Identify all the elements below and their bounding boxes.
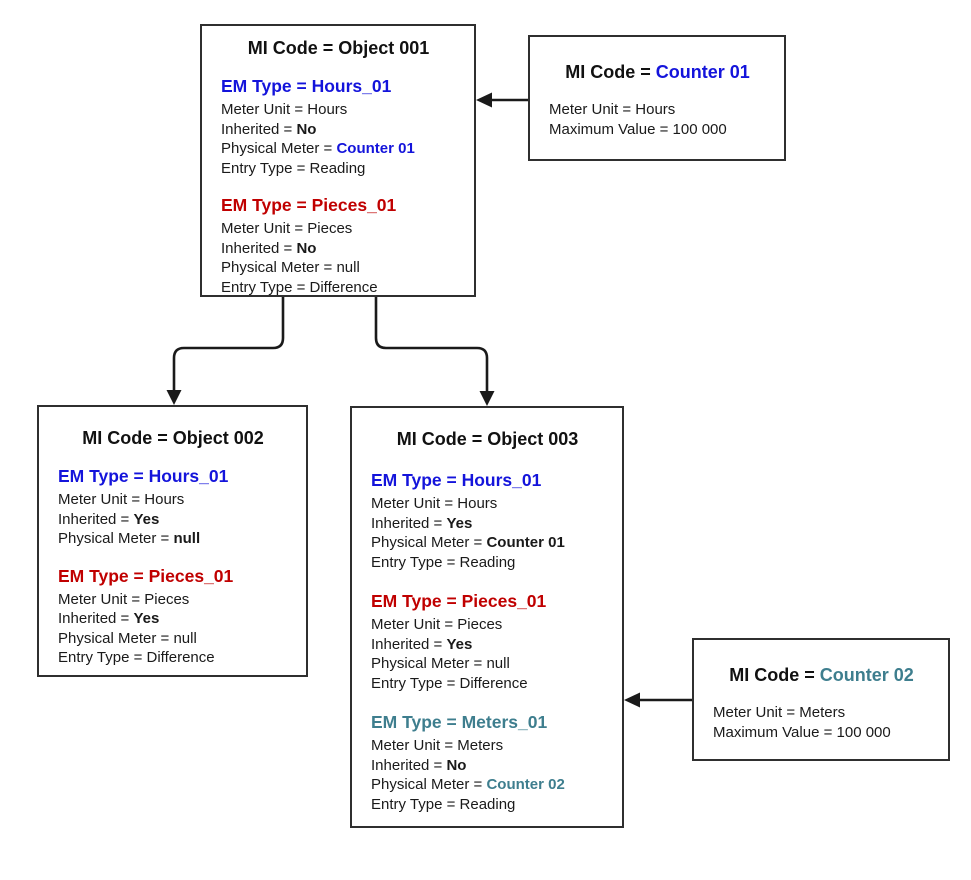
property-line: Meter Unit = Meters (713, 704, 846, 721)
property-line: Inherited = Yes (58, 510, 160, 528)
em-type-section-meters: EM Type = Meters_01 Meter Unit = Meters … (371, 712, 604, 814)
em-type-section-pieces: EM Type = Pieces_01 Meter Unit = Pieces … (58, 566, 288, 668)
em-type-section-hours: EM Type = Hours_01 Meter Unit = Hours In… (221, 76, 456, 178)
arrowhead (166, 390, 182, 405)
em-type-heading: EM Type = Meters_01 (371, 712, 548, 732)
arrow-object001-to-object003 (374, 297, 495, 406)
em-type-section-hours: EM Type = Hours_01 Meter Unit = Hours In… (58, 466, 288, 549)
property-line: Entry Type = Reading (221, 159, 366, 177)
title-prefix: MI Code = (565, 62, 656, 82)
property-line: Physical Meter = null (58, 530, 201, 547)
arrowhead (624, 692, 640, 708)
property-line: Physical Meter = Counter 01 (371, 534, 565, 551)
property-line: Inherited = No (371, 756, 467, 774)
object-001-box: MI Code = Object 001 EM Type = Hours_01 … (200, 24, 476, 297)
object-003-box: MI Code = Object 003 EM Type = Hours_01 … (350, 406, 624, 828)
property-line: Inherited = Yes (58, 610, 160, 627)
em-type-heading: EM Type = Hours_01 (221, 76, 392, 96)
property-line: Meter Unit = Pieces (221, 220, 353, 237)
property-line: Meter Unit = Pieces (58, 590, 190, 608)
counter-01-box: MI Code = Counter 01 Meter Unit = Hours … (528, 35, 786, 161)
object-001-title: MI Code = Object 001 (247, 38, 430, 58)
property-line: Inherited = No (221, 239, 317, 257)
object-002-box: MI Code = Object 002 EM Type = Hours_01 … (37, 405, 308, 677)
arrowhead (476, 92, 492, 108)
property-line: Meter Unit = Hours (221, 101, 348, 118)
property-line: Maximum Value = 100 000 (713, 723, 891, 741)
property-line: Entry Type = Difference (58, 649, 215, 666)
arrow-line (374, 297, 489, 392)
property-line: Meter Unit = Hours (549, 101, 676, 118)
property-line: Meter Unit = Pieces (371, 616, 503, 633)
object-003-title: MI Code = Object 003 (396, 429, 579, 449)
title-value: Counter 02 (819, 665, 914, 685)
em-type-heading: EM Type = Pieces_01 (221, 195, 397, 215)
property-line: Entry Type = Reading (371, 795, 516, 813)
property-line: Meter Unit = Hours (58, 491, 185, 508)
em-type-section-pieces: EM Type = Pieces_01 Meter Unit = Pieces … (371, 591, 604, 693)
arrow-line (172, 297, 285, 391)
em-type-section-pieces: EM Type = Pieces_01 Meter Unit = Pieces … (221, 195, 456, 297)
arrow-object001-to-object002 (166, 297, 285, 405)
arrow-counter02-to-object003 (624, 692, 692, 708)
property-line: Physical Meter = Counter 01 (221, 140, 415, 157)
property-line: Physical Meter = null (58, 629, 197, 647)
em-type-heading: EM Type = Hours_01 (58, 466, 229, 486)
property-line: Inherited = Yes (371, 514, 473, 532)
arrowhead (479, 391, 495, 406)
em-type-heading: EM Type = Pieces_01 (58, 565, 234, 586)
property-line: Physical Meter = null (371, 655, 510, 672)
counter-01-title: MI Code = Counter 01 (549, 62, 766, 83)
property-line: Maximum Value = 100 000 (549, 120, 727, 138)
property-line: Entry Type = Difference (221, 278, 378, 296)
em-type-section-hours: EM Type = Hours_01 Meter Unit = Hours In… (371, 470, 604, 572)
em-type-heading: EM Type = Pieces_01 (371, 591, 547, 611)
arrow-counter01-to-object001 (476, 92, 528, 108)
property-line: Entry Type = Reading (371, 553, 516, 571)
counter-02-box: MI Code = Counter 02 Meter Unit = Meters… (692, 638, 950, 761)
property-line: Physical Meter = null (221, 259, 360, 276)
property-line: Inherited = No (221, 120, 317, 138)
property-line: Entry Type = Difference (371, 674, 528, 692)
title-value: Counter 01 (655, 62, 750, 82)
object-002-title: MI Code = Object 002 (82, 428, 264, 448)
property-line: Physical Meter = Counter 02 (371, 776, 565, 793)
counter-02-title: MI Code = Counter 02 (713, 665, 930, 686)
property-line: Meter Unit = Meters (371, 737, 504, 754)
property-line: Inherited = Yes (371, 635, 473, 653)
title-prefix: MI Code = (729, 665, 820, 685)
property-line: Meter Unit = Hours (371, 495, 498, 512)
em-type-heading: EM Type = Hours_01 (371, 470, 542, 490)
